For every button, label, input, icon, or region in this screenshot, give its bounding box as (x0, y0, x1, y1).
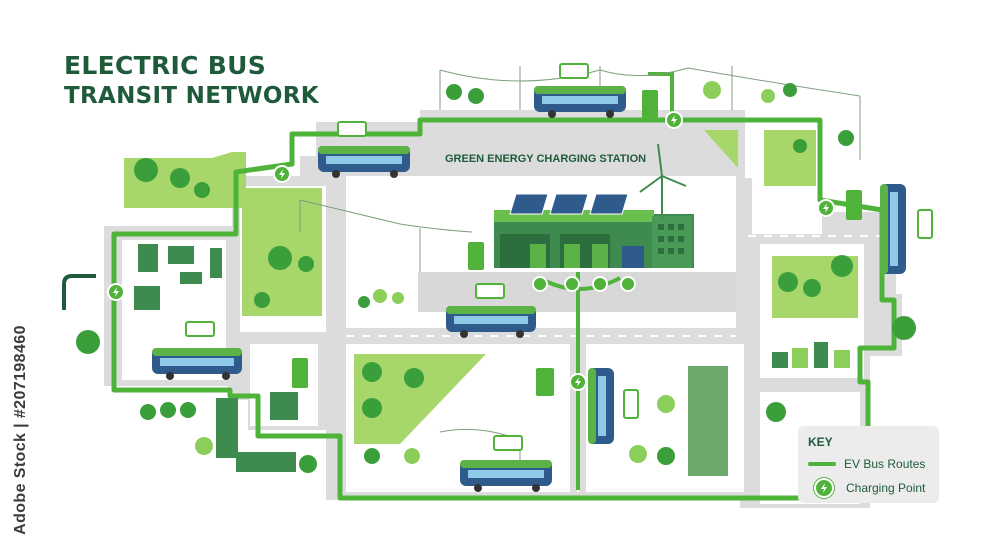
charging-points (107, 111, 835, 391)
diagram-title: ELECTRIC BUS TRANSIT NETWORK (64, 50, 319, 112)
key-title: KEY (808, 435, 833, 449)
lightning-icon (814, 478, 834, 498)
charger-posts (292, 90, 862, 396)
bus-station (446, 306, 536, 338)
solar-panels (509, 193, 629, 215)
bus-top-left (318, 146, 410, 178)
route-line-icon (808, 462, 836, 466)
title-line-2: TRANSIT NETWORK (64, 83, 319, 109)
bus-vertical-right (880, 184, 906, 274)
left-charger-line (62, 274, 96, 310)
watermark-id: Adobe Stock | #207198460 (6, 310, 36, 550)
key-item-routes-label: EV Bus Routes (844, 457, 926, 471)
bus-vertical-center (588, 368, 614, 444)
key-panel: KEY EV Bus Routes Charging Point (798, 426, 939, 503)
trees (76, 81, 916, 473)
station-feed-line (648, 72, 674, 120)
wind-turbine (639, 143, 687, 218)
key-item-routes: EV Bus Routes (808, 457, 925, 471)
buildings (134, 244, 850, 476)
lane-markings (346, 235, 880, 492)
battery-icons (185, 63, 933, 451)
key-item-charging: Charging Point (808, 478, 925, 498)
watermark-id-text: Adobe Stock | #207198460 (12, 325, 29, 535)
title-line-1: ELECTRIC BUS (64, 51, 267, 80)
bus-left (152, 348, 242, 380)
bus-bottom (460, 460, 552, 492)
station-label: GREEN ENERGY CHARGING STATION (445, 153, 647, 165)
key-item-charging-label: Charging Point (846, 481, 926, 495)
bus-top-center (534, 86, 626, 118)
